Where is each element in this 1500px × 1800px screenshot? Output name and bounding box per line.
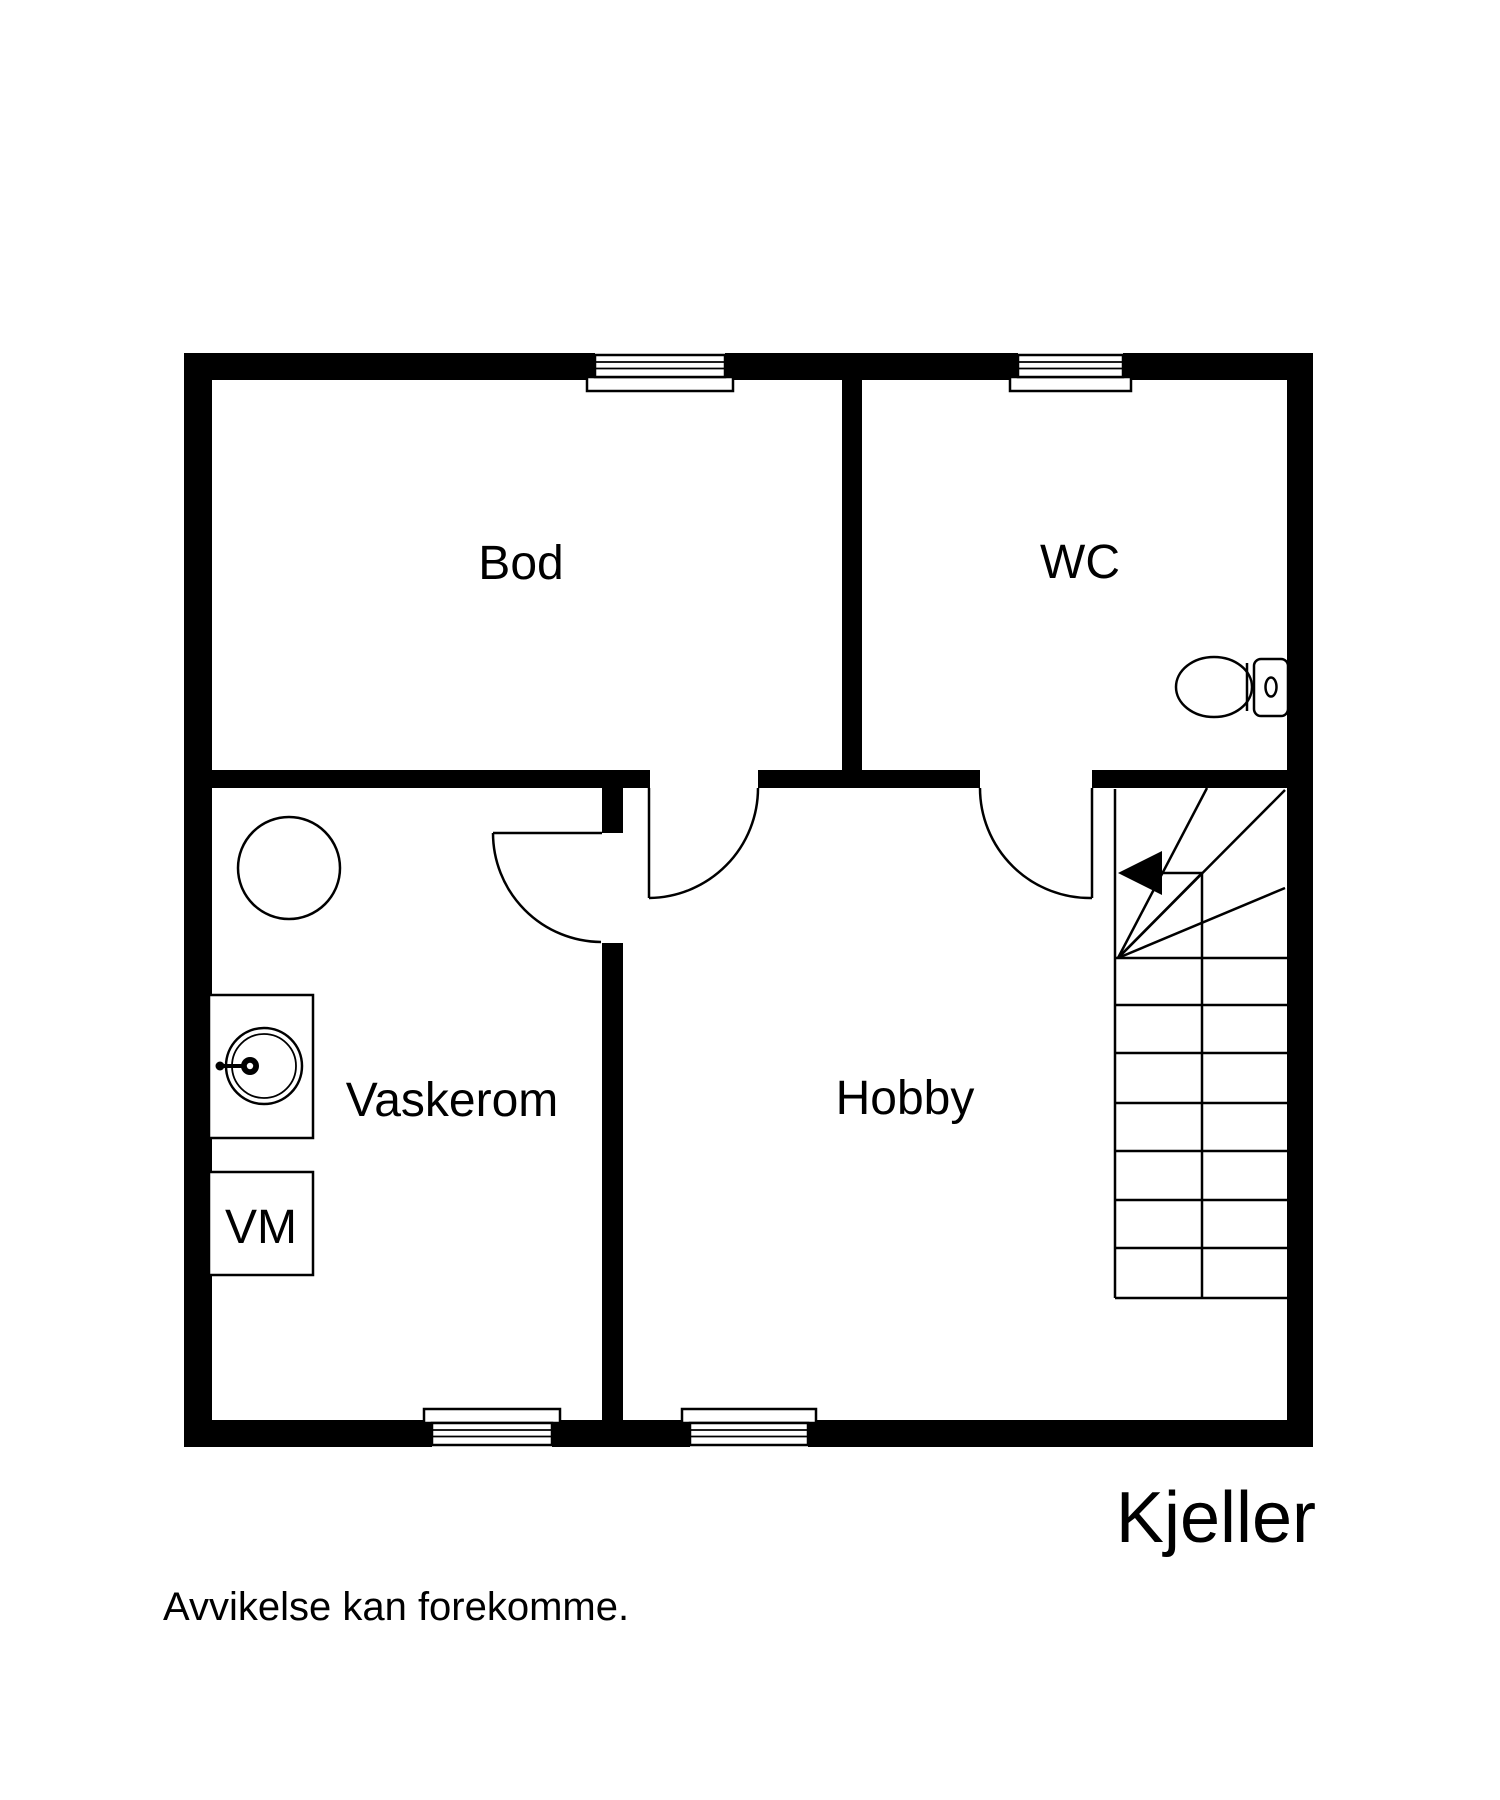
wall-bod-wc	[842, 380, 862, 788]
wall-mid-right	[1092, 770, 1287, 788]
window-sill	[422, 1407, 562, 1425]
door-swing-wc-hall	[978, 787, 1094, 900]
wall-vaskerom-hobby	[602, 943, 623, 1420]
disclaimer-text: Avvikelse kan forekomme.	[163, 1585, 629, 1629]
window-symbol-vaskerom	[422, 1407, 562, 1447]
faucet-knob	[215, 1061, 225, 1071]
window-symbol-wc	[1008, 353, 1133, 393]
window-sill	[680, 1407, 818, 1425]
staircase	[1113, 787, 1287, 1300]
washing-machine-icon: VM	[207, 1170, 315, 1277]
window-frame	[688, 1421, 810, 1447]
plan-title: Kjeller	[1116, 1478, 1316, 1558]
door-arc	[491, 832, 602, 944]
room-label-bod: Bod	[478, 537, 563, 590]
window-sill	[585, 375, 735, 393]
window-sill	[1008, 375, 1133, 393]
wall-vaskerom-stub	[602, 788, 623, 833]
faucet-spout	[246, 1062, 254, 1070]
toilet-icon	[1174, 655, 1290, 719]
door-swing-vaskerom-hobby	[491, 831, 602, 944]
window-frame	[593, 353, 727, 379]
wall-outer-top	[184, 353, 1313, 380]
toilet-flush-button	[1264, 676, 1278, 698]
wall-mid-left	[212, 770, 650, 788]
room-label-vaskerom: Vaskerom	[346, 1074, 559, 1127]
water-heater-icon	[236, 815, 342, 921]
room-label-hobby: Hobby	[836, 1072, 975, 1125]
stair-direction-arrow	[1118, 851, 1162, 895]
toilet-bowl	[1174, 655, 1254, 719]
walls	[184, 353, 1313, 1447]
wall-outer-left	[184, 353, 212, 1447]
door-arc	[978, 787, 1093, 900]
sink-icon	[207, 993, 315, 1140]
window-symbol-bod	[585, 353, 735, 393]
washing-machine-body	[207, 1170, 315, 1277]
window-frame	[430, 1421, 554, 1447]
washing-machine-label: VM	[225, 1201, 297, 1254]
door-swing-bod-hobby	[647, 787, 760, 900]
door-arc	[648, 787, 760, 900]
window-frame	[1016, 353, 1125, 379]
wall-outer-right	[1287, 353, 1313, 1447]
room-label-wc: WC	[1040, 536, 1120, 589]
wall-mid-center	[758, 770, 980, 788]
stair-winder-line	[1117, 886, 1286, 960]
window-symbol-hobby	[680, 1407, 818, 1447]
